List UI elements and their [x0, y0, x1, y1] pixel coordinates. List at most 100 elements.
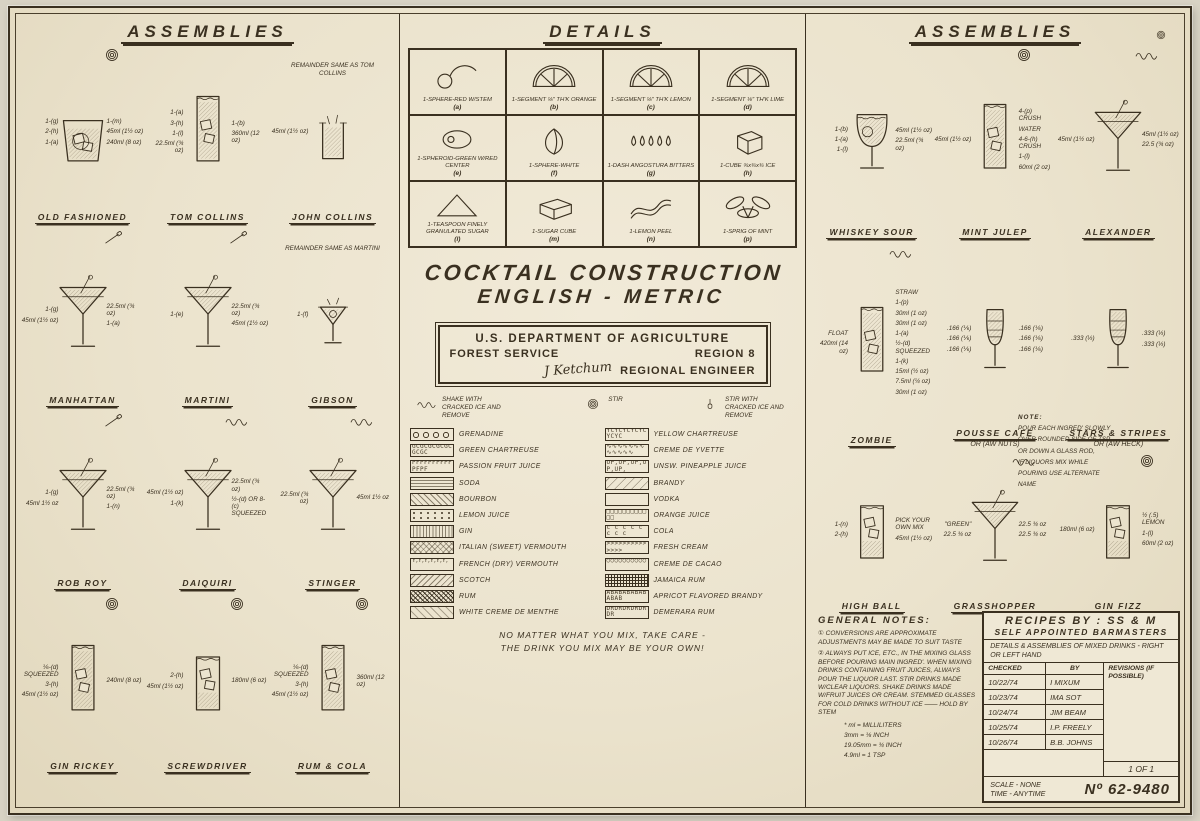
ingredient-swatch	[410, 492, 454, 506]
checked-date: 10/26/74	[984, 735, 1047, 750]
page-count: 1 OF 1	[1104, 761, 1178, 776]
labels-left: 2-(h)45ml (1½ oz)	[146, 607, 184, 755]
note-line: POURING USE ALTERNATE	[1018, 469, 1100, 477]
ingredient-swatch	[410, 589, 454, 603]
dimension-label: .166 (⅙)	[947, 335, 972, 343]
drink-figure: .333 (⅓) .333 (⅓).333 (⅓)	[1057, 246, 1180, 426]
bottom-right-block: GENERAL NOTES: ① CONVERSIONS ARE APPROXI…	[806, 611, 1184, 803]
dimension-label: 1-(l)	[836, 146, 848, 154]
engineer-role: REGIONAL ENGINEER	[620, 365, 756, 377]
detail-key: (b)	[549, 104, 559, 111]
labels-left: 1-(e)	[146, 241, 183, 389]
dimension-label: .166 (⅙)	[947, 325, 972, 333]
title-line-2: ENGLISH - METRIC	[476, 286, 727, 308]
drink-name: TOM COLLINS	[167, 212, 248, 224]
drink-assembly: 45ml (1½ oz)1-(k) 22.5ml (¾ oz)½-(d) OR …	[145, 410, 270, 593]
dimension-label: 22.5 (¾ oz)	[1142, 141, 1174, 148]
ingredient-swatch	[604, 476, 649, 490]
ingredient-swatch	[604, 444, 649, 458]
dimension-label: ½-(d) OR 8-(c) SQUEEZED	[231, 495, 267, 518]
ingredient-label: GRENADINE	[459, 431, 504, 438]
conversion-note: * ml = MILLILITERS	[844, 721, 902, 729]
dimension-label: 22.5 ¾ oz	[943, 531, 972, 538]
legend-item: BRANDY	[604, 476, 796, 490]
drink-figure: 22.5ml (¾ oz) 45ml 1½ oz	[270, 414, 395, 576]
details-panel: DETAILS 1-SPHERE-RED W/STEM (a) 1-SEGMEN…	[400, 14, 806, 807]
detail-key: (d)	[743, 104, 752, 111]
ingredient-label: FRENCH (DRY) VERMOUTH	[459, 560, 559, 568]
dimension-label: 60ml (2 oz)	[1018, 163, 1051, 171]
dimension-label: 60ml (2 oz)	[1142, 539, 1174, 547]
drink-assembly: .166 (⅙) .166 (⅙) .166 (⅙) .166 (⅙) .166 (⅙…	[933, 242, 1056, 450]
detail-key: (f)	[550, 170, 558, 177]
drink-name: MARTINI	[181, 395, 234, 407]
detail-icon	[528, 185, 580, 229]
glass-icon	[1090, 54, 1147, 223]
detail-icon	[625, 53, 677, 97]
ingredient-label: BOURBON	[459, 495, 497, 503]
labels-left: 180ml (6 oz)	[1058, 464, 1095, 595]
detail-cell: 1-SUGAR CUBE (m)	[505, 181, 603, 247]
dimension-label: 180ml (6 oz)	[231, 677, 267, 685]
labels-right: 180ml (6 oz)	[232, 607, 270, 755]
dimension-label: 15ml (½ oz)	[895, 368, 929, 376]
mixer-icon	[1011, 48, 1037, 62]
glass-icon	[967, 54, 1024, 223]
dimension-label: 30ml (1 oz)	[895, 309, 927, 317]
mix-method-label: SHAKE WITH CRACKED ICE AND REMOVE	[442, 396, 501, 419]
dimension-label: 45ml (1½ oz)	[21, 316, 59, 324]
dimension-label: PICK YOUR OWN MIX	[895, 517, 930, 532]
labels-left: 1-(b)1-(a)1-(l)	[811, 58, 848, 221]
detail-key: (l)	[454, 236, 461, 243]
ingredient-label: GIN	[459, 528, 473, 536]
dimension-label: 1-(m)	[106, 118, 122, 126]
drink-name: WHISKEY SOUR	[826, 227, 917, 239]
dimension-label: 7.5ml (¼ oz)	[895, 378, 931, 386]
dimension-label: 45ml 1½ oz	[356, 494, 390, 502]
dimension-label: 1-(a)	[170, 109, 184, 117]
legend-column-right: YELLOW CHARTREUSE CREME DE YVETTE UNSW. …	[604, 428, 796, 620]
legend-item: BOURBON	[410, 492, 601, 506]
dimension-label: ½-(d) SQUEEZED	[895, 340, 930, 355]
dimension-label: WATER	[1018, 125, 1041, 133]
col-checked: CHECKED	[984, 663, 1047, 675]
ingredient-swatch	[604, 541, 649, 555]
checked-date: 10/25/74	[984, 720, 1047, 735]
legend-item: VODKA	[604, 492, 796, 506]
dimension-label: 1-(g)	[45, 306, 59, 314]
ingredient-swatch	[604, 589, 649, 603]
dimension-label: 22.5ml (¾ oz)	[106, 302, 135, 317]
drink-name: DAIQUIRI	[179, 578, 236, 590]
checked-row: 10/26/74 B.B. JOHNS	[984, 735, 1104, 751]
ingredient-swatch	[410, 541, 454, 555]
legend-item: FRENCH (DRY) VERMOUTH	[410, 557, 601, 571]
drink-figure: 45ml (1½ oz) 45ml (1½ oz)22.5 (¾ oz)	[1057, 48, 1180, 225]
dimension-label: 3-(h)	[295, 681, 309, 688]
detail-label: 1-SPRIG OF MINT	[722, 229, 773, 236]
detail-cell: 1-DASH ANGOSTURA BITTERS (g)	[602, 115, 700, 181]
glass-icon	[967, 460, 1024, 597]
labels-right: 240ml (8 oz)	[107, 607, 145, 755]
dimension-label: 1-(b)	[231, 119, 245, 127]
drawing-description: DETAILS & ASSEMBLIES OF MIXED DRINKS - R…	[984, 640, 1178, 664]
glass-icon	[967, 252, 1024, 424]
drink-name: STARS & STRIPES	[1066, 428, 1171, 440]
drawing-sheet: ASSEMBLIES 1-(g)2-(h)1-(a) 1-(m)45ml (1½…	[8, 6, 1192, 815]
mix-method-icon	[699, 396, 721, 412]
drink-name: OLD FASHIONED	[34, 212, 131, 224]
legend-item: COLA	[604, 525, 796, 539]
checked-row: 10/23/74 IMA SOT	[984, 690, 1104, 706]
labels-right: 22.5ml (¾ oz)1-(a)	[107, 241, 145, 389]
drink-assembly: 2-(h)45ml (1½ oz) 180ml (6 oz) SCREWDRIV…	[145, 593, 270, 776]
dimension-label: .166 (⅙)	[947, 345, 972, 353]
dimension-label: 45ml 1½ oz	[25, 499, 59, 507]
labels-left: "GREEN"22.5 ¾ oz	[934, 464, 972, 595]
labels-left: .166 (⅙) .166 (⅙) .166 (⅙)	[934, 256, 971, 422]
drink-assembly: 1-(f) REMAINDER SAME AS MARTINI GIBSON	[270, 227, 395, 410]
legend-item: DEMERARA RUM	[604, 606, 796, 620]
